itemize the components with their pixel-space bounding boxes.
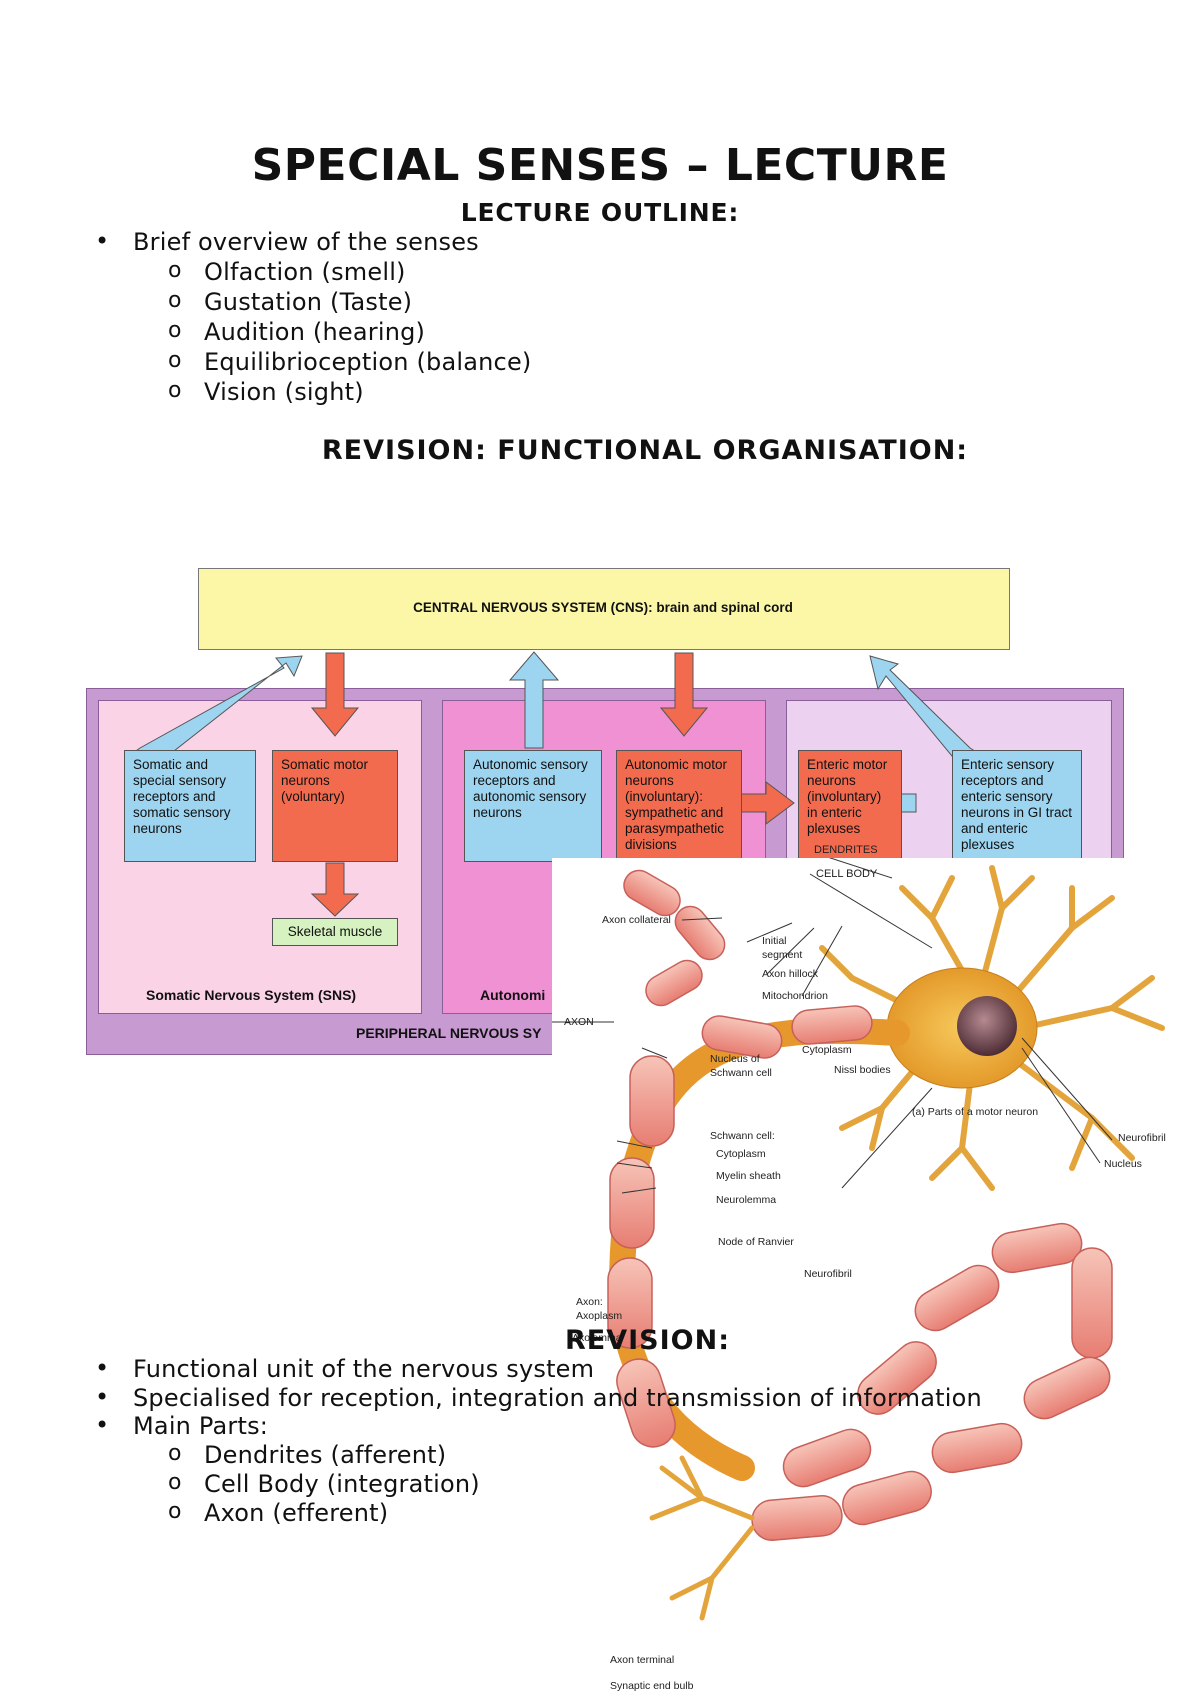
label-axolemma: Axolemma bbox=[572, 1332, 622, 1344]
skeletal-muscle-box: Skeletal muscle bbox=[272, 918, 398, 946]
label-neurolemma: Neurolemma bbox=[716, 1194, 777, 1206]
outline-subitem-text: Equilibrioception (balance) bbox=[204, 348, 532, 376]
outline-subitem-text: Audition (hearing) bbox=[204, 318, 426, 346]
pns-label: PERIPHERAL NERVOUS SY bbox=[356, 1025, 542, 1041]
nucleus-icon bbox=[957, 996, 1017, 1056]
label-axon-collateral: Axon collateral bbox=[602, 914, 671, 926]
label-nucleus-schwann: Nucleus of Schwann cell bbox=[710, 1053, 772, 1079]
outline-subitem-text: Vision (sight) bbox=[204, 378, 364, 406]
somatic-sensory-box: Somatic and special sensory receptors an… bbox=[124, 750, 256, 862]
label-cell-body: CELL BODY bbox=[816, 868, 878, 880]
outline-heading: LECTURE OUTLINE: bbox=[460, 198, 740, 227]
ans-label: Autonomi bbox=[480, 987, 546, 1003]
enteric-sensory-box: Enteric sensory receptors and enteric se… bbox=[952, 750, 1082, 862]
label-myelin-sheath: Myelin sheath bbox=[716, 1170, 781, 1182]
label-neurofibril-top: Neurofibril bbox=[1118, 1132, 1166, 1144]
sensory-arrow-up-right bbox=[869, 655, 987, 774]
somatic-motor-text: Somatic motor neurons (voluntary) bbox=[281, 757, 369, 804]
sns-label: Somatic Nervous System (SNS) bbox=[146, 987, 357, 1003]
label-node-of-ranvier: Node of Ranvier bbox=[718, 1236, 794, 1248]
sensory-arrow-up-left bbox=[125, 655, 303, 774]
bullet-icon: • bbox=[95, 227, 110, 255]
circle-bullet-icon: o bbox=[168, 348, 182, 373]
label-schwann-cell: Schwann cell: bbox=[710, 1130, 775, 1142]
circle-bullet-icon: o bbox=[168, 258, 182, 283]
label-cytoplasm: Cytoplasm bbox=[802, 1044, 852, 1056]
circle-bullet-icon: o bbox=[168, 378, 182, 403]
label-axoplasm: Axoplasm bbox=[576, 1310, 623, 1322]
motor-arrow-right bbox=[739, 781, 795, 825]
label-axon-hillock: Axon hillock bbox=[762, 968, 819, 980]
motor-arrow-down-2 bbox=[659, 652, 709, 737]
label-dendrites: DENDRITES bbox=[814, 844, 878, 856]
motor-neuron-figure: DENDRITES CELL BODY Axon collateral Init… bbox=[538, 844, 1192, 1698]
figure-caption: (a) Parts of a motor neuron bbox=[912, 1106, 1039, 1118]
bullet-icon: • bbox=[95, 1354, 110, 1382]
sensory-arrow-up-2 bbox=[508, 651, 560, 749]
revision-bullet-text: Main Parts: bbox=[133, 1412, 269, 1440]
enteric-motor-box: Enteric motor neurons (involuntary) in e… bbox=[798, 750, 902, 862]
autonomic-sensory-box: Autonomic sensory receptors and autonomi… bbox=[464, 750, 602, 862]
revision-subitem-text: Cell Body (integration) bbox=[204, 1470, 480, 1498]
label-axon: AXON bbox=[564, 1016, 594, 1028]
label-mitochondrion: Mitochondrion bbox=[762, 990, 828, 1002]
somatic-sensory-text: Somatic and special sensory receptors an… bbox=[133, 757, 231, 836]
neuron-illustration bbox=[538, 851, 1165, 1621]
label-initial-segment: Initial segment bbox=[762, 935, 803, 961]
motor-arrow-down-1 bbox=[310, 652, 360, 737]
circle-bullet-icon: o bbox=[168, 288, 182, 313]
axon-terminal-icon bbox=[649, 1455, 755, 1621]
section-heading: REVISION: FUNCTIONAL ORGANISATION: bbox=[321, 435, 969, 466]
revision-heading: REVISION: bbox=[565, 1325, 731, 1356]
cns-box bbox=[198, 568, 1010, 650]
label-nucleus: Nucleus bbox=[1104, 1158, 1142, 1170]
autonomic-motor-box: Autonomic motor neurons (involuntary): s… bbox=[616, 750, 742, 862]
skeletal-muscle-text: Skeletal muscle bbox=[287, 924, 383, 939]
revision-bullet-text: Functional unit of the nervous system bbox=[133, 1355, 595, 1383]
circle-bullet-icon: o bbox=[168, 1441, 182, 1466]
outline-subitem-text: Olfaction (smell) bbox=[204, 258, 406, 286]
enteric-sensory-text: Enteric sensory receptors and enteric se… bbox=[961, 757, 1073, 852]
autonomic-motor-text: Autonomic motor neurons (involuntary): s… bbox=[625, 757, 728, 852]
enteric-motor-text: Enteric motor neurons (involuntary) in e… bbox=[807, 757, 888, 836]
revision-subitem-text: Dendrites (afferent) bbox=[204, 1441, 447, 1469]
label-neurofibril-bottom: Neurofibril bbox=[804, 1268, 852, 1280]
cns-label: CENTRAL NERVOUS SYSTEM (CNS): brain and … bbox=[413, 600, 793, 615]
circle-bullet-icon: o bbox=[168, 318, 182, 343]
bullet-icon: • bbox=[95, 1383, 110, 1411]
revision-subitem-text: Axon (efferent) bbox=[204, 1499, 389, 1527]
label-synaptic-end-bulb: Synaptic end bulb bbox=[610, 1680, 694, 1692]
revision-bullet-text: Specialised for reception, integration a… bbox=[133, 1384, 982, 1412]
somatic-motor-box: Somatic motor neurons (voluntary) bbox=[272, 750, 398, 862]
label-axon-sub: Axon: bbox=[576, 1296, 603, 1308]
bullet-icon: • bbox=[95, 1411, 110, 1439]
outline-bullet-text: Brief overview of the senses bbox=[133, 228, 479, 256]
circle-bullet-icon: o bbox=[168, 1499, 182, 1524]
document-title: SPECIAL SENSES – LECTURE bbox=[251, 140, 949, 191]
myelin-segments-icon bbox=[607, 1005, 873, 1448]
circle-bullet-icon: o bbox=[168, 1470, 182, 1495]
label-axon-terminal: Axon terminal bbox=[610, 1654, 675, 1666]
diagram-arrows bbox=[125, 651, 987, 917]
label-nissl-bodies: Nissl bodies bbox=[834, 1064, 891, 1076]
myelin-loop-icon bbox=[751, 1222, 1113, 1541]
axon-collateral-icon bbox=[623, 869, 726, 1007]
label-schwann-cytoplasm: Cytoplasm bbox=[716, 1148, 766, 1160]
outline-subitem-text: Gustation (Taste) bbox=[204, 288, 413, 316]
motor-arrow-down-3 bbox=[310, 862, 360, 917]
autonomic-sensory-text: Autonomic sensory receptors and autonomi… bbox=[473, 757, 588, 820]
